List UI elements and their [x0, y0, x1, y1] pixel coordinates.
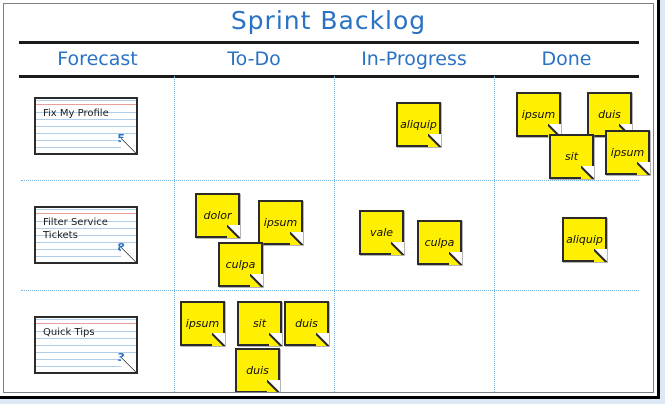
- story-card[interactable]: Filter Service Tickets8: [34, 206, 138, 264]
- sticky-note-label: culpa: [225, 258, 256, 271]
- sticky-note-label: ipsum: [185, 317, 220, 330]
- sticky-note-fold-corner: [227, 225, 240, 238]
- sticky-note[interactable]: aliquip: [562, 217, 607, 262]
- column-divider-3: [494, 76, 495, 392]
- card-ruled-lines: [36, 208, 136, 262]
- sticky-note[interactable]: sit: [237, 301, 282, 346]
- card-ruled-lines: [36, 318, 136, 372]
- card-title: Fix My Profile: [43, 108, 109, 119]
- sticky-note-label: aliquip: [400, 118, 437, 131]
- sticky-note-label: sit: [564, 150, 579, 163]
- sticky-note[interactable]: duis: [587, 92, 632, 137]
- card-ruled-lines: [36, 99, 136, 153]
- card-fold-edge: [121, 247, 136, 262]
- sticky-note[interactable]: ipsum: [516, 92, 561, 137]
- story-card[interactable]: Quick Tips3: [34, 316, 138, 374]
- sticky-note-label: duis: [246, 364, 269, 377]
- sticky-note[interactable]: duis: [284, 301, 329, 346]
- sticky-note-fold-corner: [637, 162, 650, 175]
- row-divider-1: [21, 180, 639, 181]
- sticky-note-label: vale: [369, 226, 394, 239]
- sticky-note-label: duis: [295, 317, 318, 330]
- sticky-note[interactable]: ipsum: [180, 301, 225, 346]
- column-header-done[interactable]: Done: [541, 48, 592, 70]
- column-header-in-progress[interactable]: In-Progress: [361, 48, 467, 70]
- sticky-note[interactable]: duis: [235, 348, 280, 392]
- card-fold-edge: [121, 138, 136, 153]
- sticky-note[interactable]: ipsum: [605, 130, 650, 175]
- sticky-note-fold-corner: [548, 124, 561, 137]
- sticky-note-fold-corner: [581, 166, 594, 179]
- sticky-note-label: sit: [252, 317, 267, 330]
- board-page: Sprint Backlog Forecast To-Do In-Progress D…: [3, 3, 654, 393]
- sticky-note-fold-corner: [316, 333, 329, 346]
- column-divider-2: [334, 76, 335, 392]
- sticky-note[interactable]: aliquip: [396, 102, 441, 147]
- sticky-note-fold-corner: [269, 333, 282, 346]
- sticky-note-label: dolor: [203, 209, 232, 222]
- sticky-note-fold-corner: [290, 232, 303, 245]
- column-divider-1: [174, 76, 175, 392]
- row-divider-2: [21, 290, 639, 291]
- sticky-note-fold-corner: [250, 274, 263, 287]
- card-title: Filter Service Tickets: [43, 217, 108, 241]
- sticky-note[interactable]: vale: [359, 210, 404, 255]
- sticky-note-label: culpa: [424, 236, 455, 249]
- page-title: Sprint Backlog: [230, 6, 427, 35]
- sticky-note-label: aliquip: [566, 233, 603, 246]
- sticky-note[interactable]: ipsum: [258, 200, 303, 245]
- sticky-note-fold-corner: [212, 333, 225, 346]
- card-fold-edge: [121, 357, 136, 372]
- sticky-note[interactable]: culpa: [417, 220, 462, 265]
- sticky-note-label: ipsum: [521, 108, 556, 121]
- header-rule-top: [19, 41, 639, 44]
- sticky-note-label: duis: [598, 108, 621, 121]
- sticky-note-label: ipsum: [263, 216, 298, 229]
- header-rule-bottom: [19, 75, 639, 78]
- column-header-forecast[interactable]: Forecast: [57, 48, 138, 70]
- sticky-note[interactable]: culpa: [218, 242, 263, 287]
- sticky-note-label: ipsum: [610, 146, 645, 159]
- sticky-note-fold-corner: [449, 252, 462, 265]
- sticky-note[interactable]: sit: [549, 134, 594, 179]
- column-header-to-do[interactable]: To-Do: [227, 48, 281, 70]
- sticky-note-fold-corner: [391, 242, 404, 255]
- column-header-row: Forecast To-Do In-Progress Done: [4, 45, 653, 75]
- card-title: Quick Tips: [43, 327, 95, 338]
- sticky-note-fold-corner: [594, 249, 607, 262]
- story-card[interactable]: Fix My Profile5: [34, 97, 138, 155]
- sticky-note[interactable]: dolor: [195, 193, 240, 238]
- sticky-note-fold-corner: [267, 380, 280, 392]
- sticky-note-fold-corner: [428, 134, 441, 147]
